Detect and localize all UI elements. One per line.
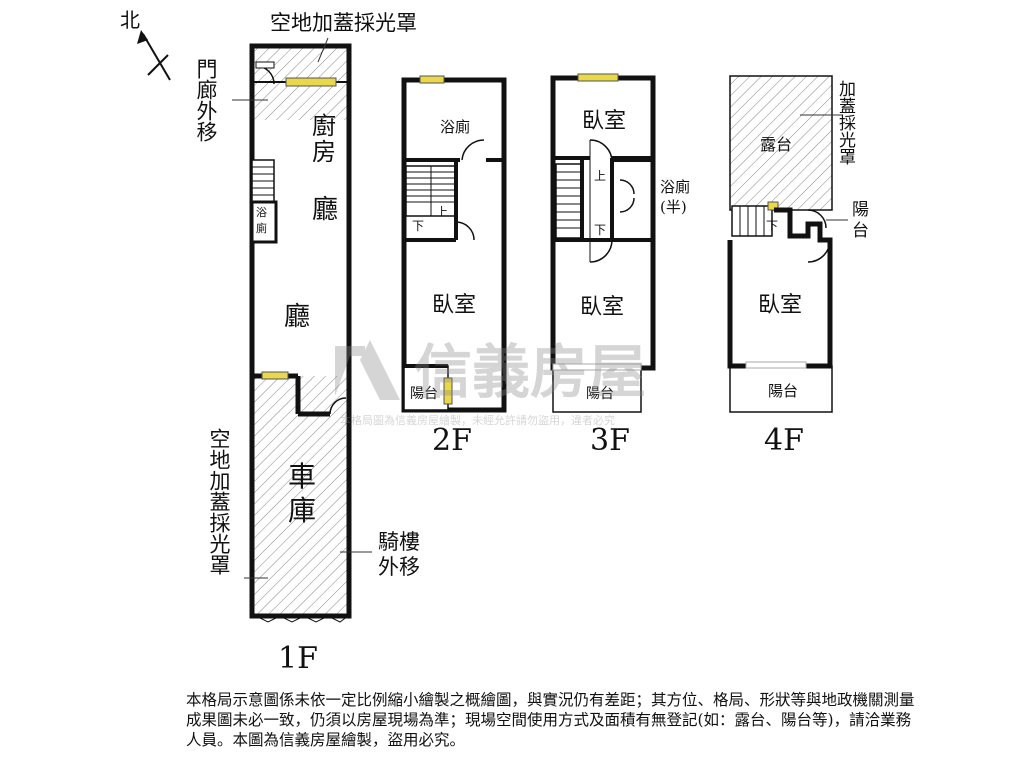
bedroom-2f-label: 臥室: [432, 293, 476, 318]
stair-down-2f: 下: [412, 219, 424, 233]
stair-down-4f: 下: [766, 219, 778, 233]
stair-down-3f: 下: [594, 223, 606, 237]
watermark-fine-print: 本格局圖為信義房屋繪製，未經允許請勿盜用，違者必究: [340, 413, 615, 427]
hall-lower-label: 廳: [284, 302, 310, 332]
bath-1f-label-a: 浴: [256, 206, 267, 219]
terrace-label: 露台: [760, 135, 792, 154]
skylight-top-label: 空地加蓋採光罩: [270, 11, 417, 35]
floor-1f-name: 1F: [278, 641, 318, 676]
floor-4f-name: 4F: [764, 423, 804, 458]
window: [285, 77, 337, 87]
stairs-1f: [251, 159, 275, 203]
kitchen-label-a: 廚: [312, 112, 336, 140]
bath-1f: [250, 200, 278, 244]
north-label: 北: [120, 8, 140, 32]
skylight-left-label: 空地加蓋採光罩: [207, 428, 231, 575]
garage-label-b: 庫: [288, 494, 316, 527]
balcony-2f-label: 陽台: [410, 386, 438, 402]
bedroom-4f-label: 臥室: [758, 293, 802, 318]
half-bath-label-b: (半): [660, 198, 687, 216]
floor-2f-name: 2F: [432, 423, 472, 458]
floor-1f: 浴 廁 廚 房 廳 廳 車 庫 1F: [249, 43, 352, 676]
floor-3f: 上 下 臥室 臥室 陽台 浴廁 (半) 3F: [550, 73, 690, 458]
bedroom-3f-label: 臥室: [580, 295, 624, 320]
balcony-side-b: 台: [852, 221, 869, 241]
bath-1f-label-b: 廁: [256, 221, 267, 235]
arcade-label-b: 外移: [378, 555, 420, 579]
arcade-label-a: 騎樓: [378, 530, 420, 554]
floor-3f-name: 3F: [590, 423, 630, 458]
kitchen-label-b: 房: [312, 138, 336, 166]
watermark-brand: 信義房屋: [414, 338, 646, 406]
floor-4f: 下 露台 臥室 陽台 加蓋採光罩 陽 台 4F: [727, 75, 869, 458]
bath-2f-label: 浴廁: [440, 118, 470, 136]
garage-label-a: 車: [288, 460, 316, 493]
bedroom-3f-top-label: 臥室: [582, 109, 626, 134]
compass: 北: [120, 8, 171, 81]
balcony-4f-label: 陽台: [768, 382, 798, 400]
stair-up-3f: 上: [594, 169, 606, 183]
watermark: 信義房屋 本格局圖為信義房屋繪製，未經允許請勿盜用，違者必究: [335, 338, 646, 427]
hall-upper-label: 廳: [312, 195, 338, 225]
floor-2f: 下 上 浴廁 臥室 陽台 2F: [401, 75, 507, 458]
porch-moved-label: 門廊外移: [194, 58, 218, 142]
balcony-side-a: 陽: [852, 200, 869, 220]
terrace-area: [729, 75, 833, 211]
balcony-3f-label: 陽台: [586, 386, 614, 402]
skylight-4f-label: 加蓋採光罩: [835, 80, 856, 165]
half-bath-label-a: 浴廁: [660, 178, 690, 196]
disclaimer: 本格局示意圖係未依一定比例縮小繪製之概繪圖，與實況仍有差距；其方位、格局、形狀等…: [186, 691, 915, 749]
stair-up-2f: 上: [436, 205, 448, 219]
